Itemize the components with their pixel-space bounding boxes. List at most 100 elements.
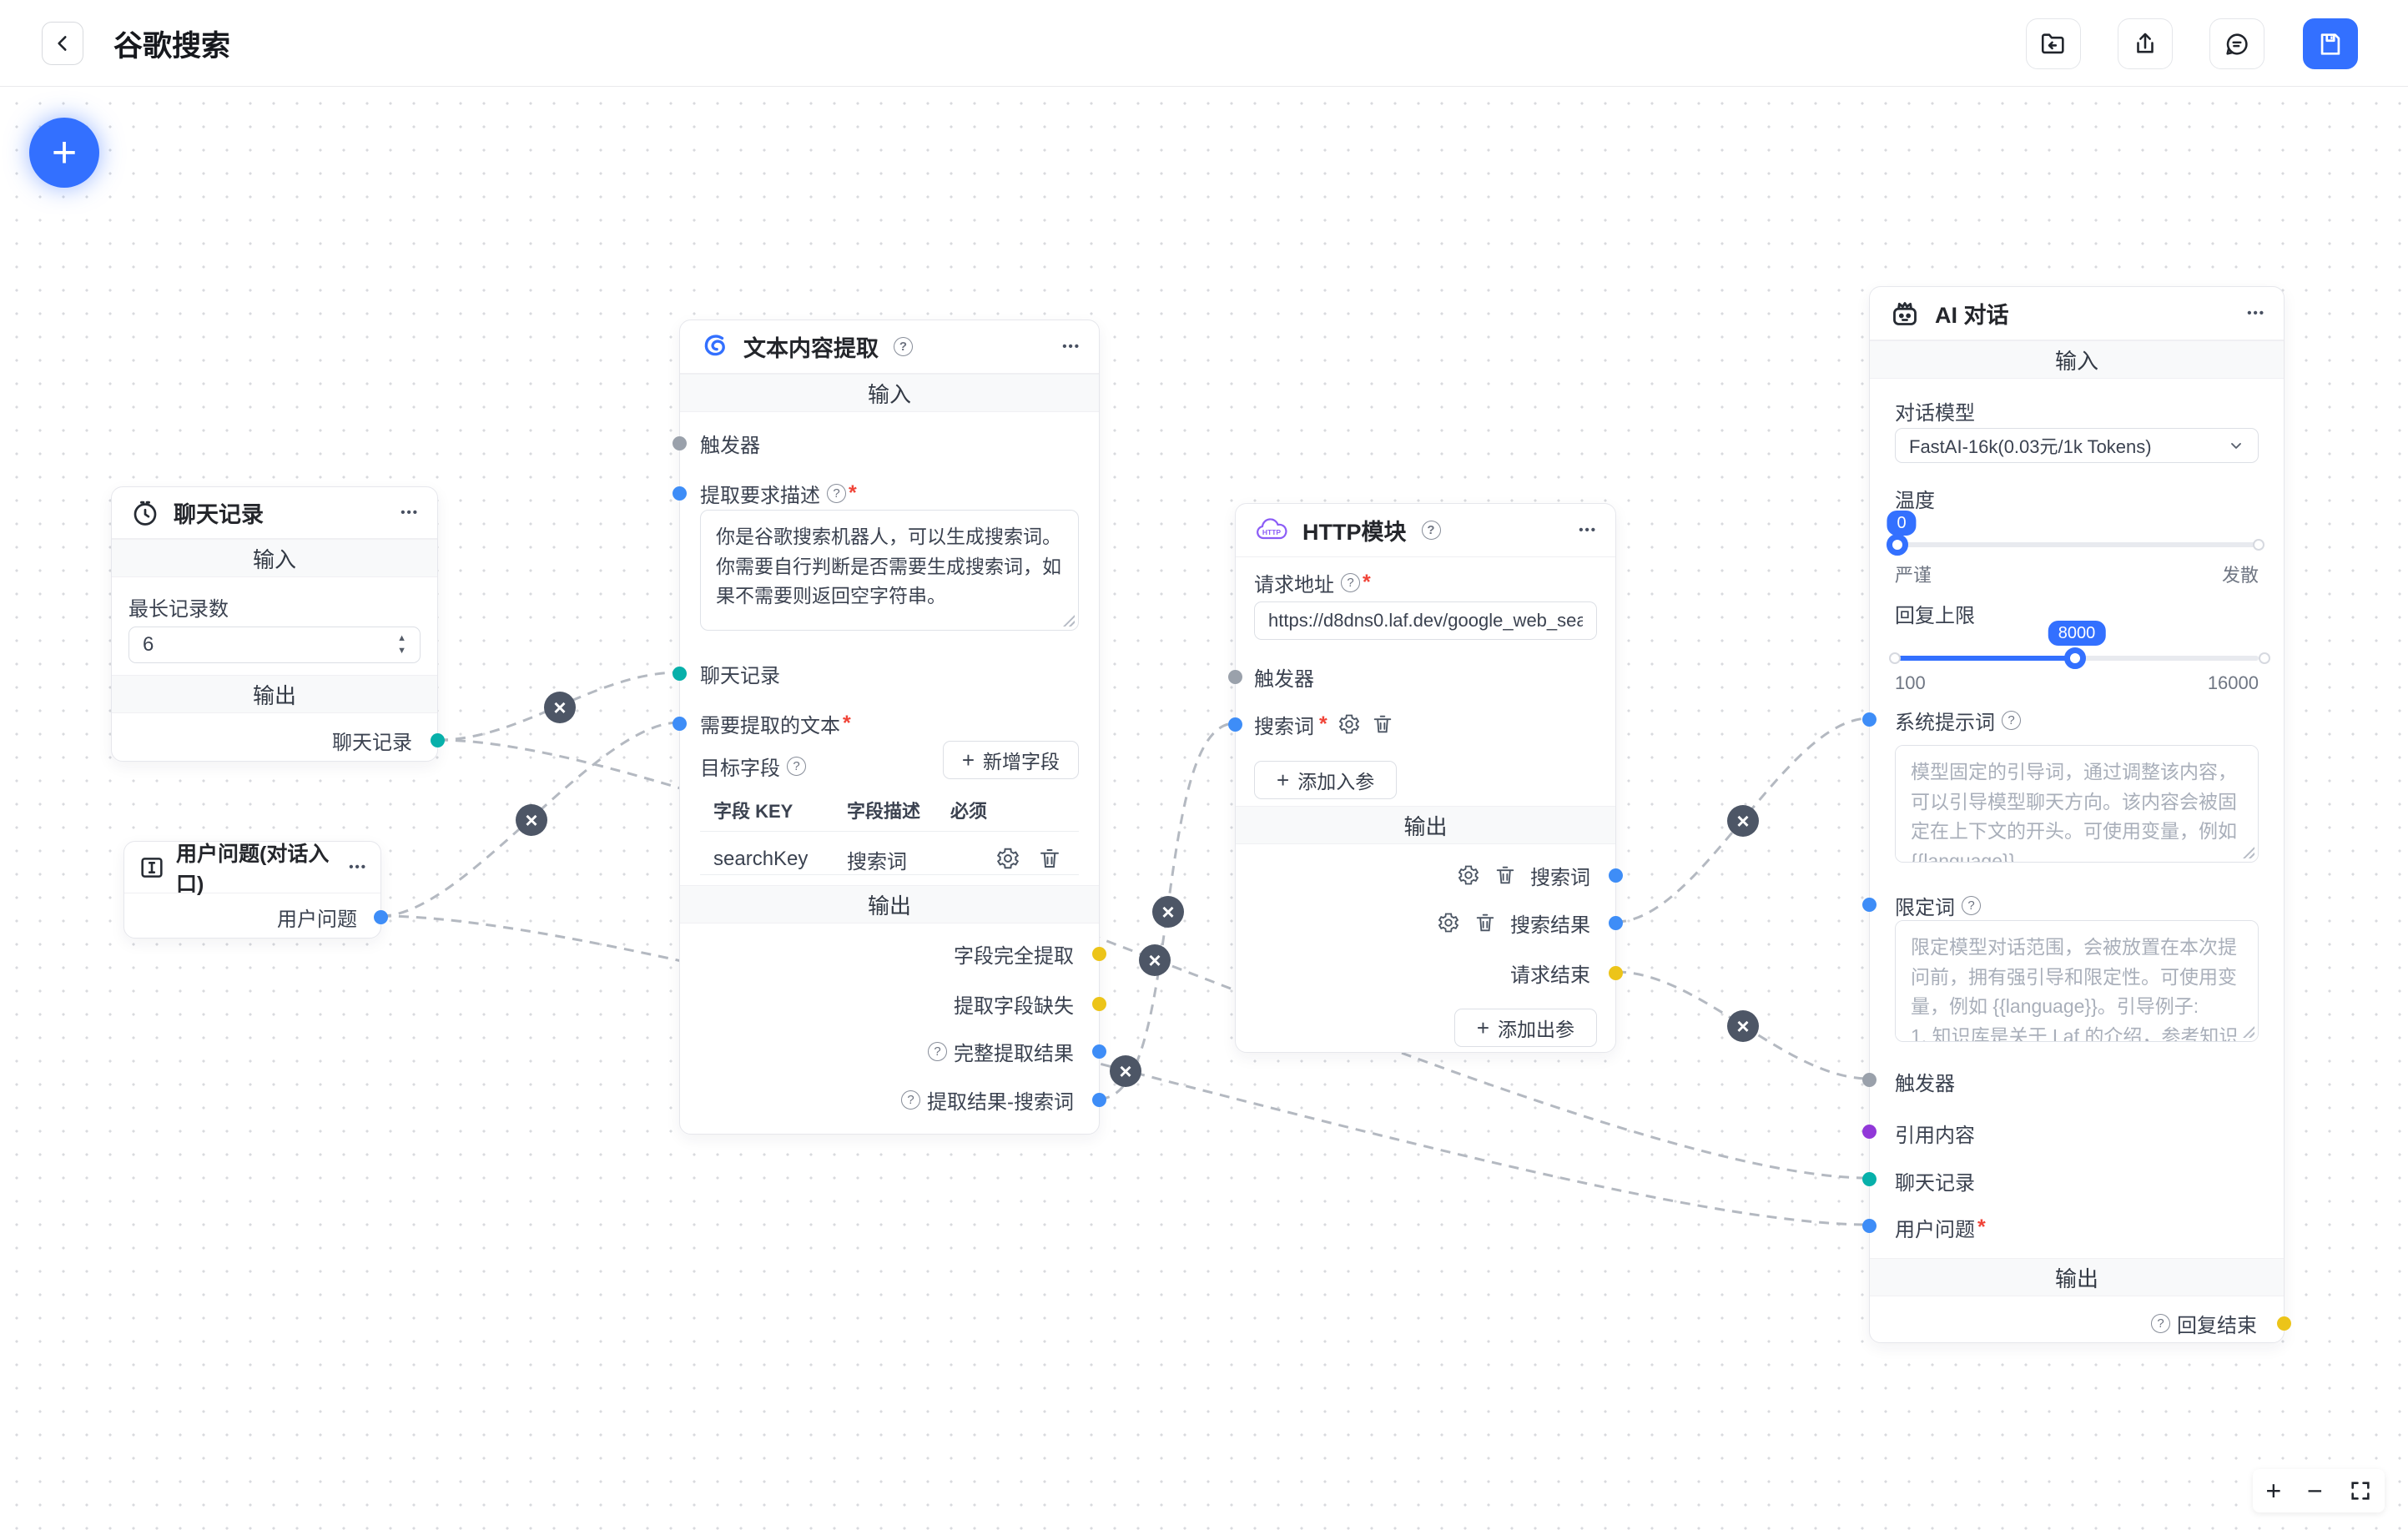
model-label: 对话模型	[1895, 401, 1975, 425]
node-text-extract[interactable]: 文本内容提取 ? ••• 输入 触发器 提取要求描述 ? * 你是谷歌搜索机器人…	[673, 320, 1106, 1135]
max-records-stepper[interactable]: 6 ▲ ▼	[128, 627, 421, 663]
max-reply-label: 回复上限	[1895, 604, 1975, 627]
input-port-question[interactable]	[1862, 1219, 1877, 1233]
node-title: 文本内容提取 ?	[743, 330, 913, 363]
input-port-extract-desc[interactable]	[673, 486, 687, 501]
input-port-trigger[interactable]	[673, 436, 687, 450]
output-port-search-key[interactable]	[1092, 1093, 1106, 1107]
help-icon[interactable]: ?	[1962, 895, 1981, 915]
delete-wire-icon[interactable]: ×	[544, 692, 576, 723]
help-icon[interactable]: ?	[2151, 1313, 2170, 1333]
model-select[interactable]: FastAI-16k(0.03元/1k Tokens)	[1895, 428, 2259, 463]
output-port-fields-complete[interactable]	[1092, 947, 1106, 961]
param-delete-icon[interactable]	[1371, 712, 1394, 736]
input-port-quote[interactable]	[1862, 1125, 1877, 1139]
system-prompt-label: 系统提示词 ?	[1895, 706, 2021, 734]
node-header: HTTP HTTP模块 ? •••	[1236, 504, 1615, 557]
output-port-search-result[interactable]	[1609, 916, 1623, 930]
robot-icon	[1888, 297, 1922, 330]
zoom-in-icon[interactable]: +	[2265, 1476, 2282, 1506]
help-icon[interactable]: ?	[1341, 572, 1360, 592]
delete-wire-icon[interactable]: ×	[1152, 896, 1184, 928]
quote-row: 引用内容	[1895, 1124, 1975, 1147]
help-icon[interactable]: ?	[787, 756, 806, 776]
node-menu-icon[interactable]: •••	[349, 860, 367, 874]
param-settings-icon[interactable]	[1337, 712, 1361, 736]
history-row: 聊天记录	[1895, 1171, 1975, 1195]
input-port-history[interactable]	[1862, 1172, 1877, 1186]
node-http[interactable]: HTTP HTTP模块 ? ••• 请求地址 ? * 触发器 搜索词* + 添加…	[1228, 503, 1623, 1053]
help-icon[interactable]: ?	[894, 337, 913, 356]
output-settings-icon[interactable]	[1437, 911, 1460, 934]
chat-test-button[interactable]	[2209, 18, 2264, 69]
help-icon[interactable]: ?	[1421, 521, 1441, 540]
delete-wire-icon[interactable]: ×	[516, 804, 547, 836]
help-icon[interactable]: ?	[901, 1090, 920, 1110]
temperature-slider[interactable]	[1887, 534, 2264, 556]
field-delete-icon[interactable]	[1037, 846, 1062, 871]
output-port-request-end[interactable]	[1609, 966, 1623, 980]
output-settings-icon[interactable]	[1457, 863, 1480, 887]
extract-desc-textarea[interactable]: 你是谷歌搜索机器人，可以生成搜索词。你需要自行判断是否需要生成搜索词，如果不需要…	[700, 510, 1079, 631]
fullscreen-icon[interactable]	[2349, 1479, 2372, 1502]
page-title: 谷歌搜索	[113, 29, 231, 63]
help-icon[interactable]: ?	[827, 483, 846, 503]
limit-prompt-textarea[interactable]	[1895, 920, 2259, 1042]
node-menu-icon[interactable]: •••	[2247, 306, 2265, 320]
save-icon	[2316, 30, 2345, 58]
node-user-question[interactable]: 用户问题(对话入口) ••• 用户问题	[123, 841, 388, 939]
node-menu-icon[interactable]: •••	[1579, 523, 1597, 537]
input-port-system-prompt[interactable]	[1862, 712, 1877, 727]
input-section-bar: 输入	[112, 539, 437, 577]
required-mark: *	[843, 711, 851, 735]
delete-wire-icon[interactable]: ×	[1727, 805, 1759, 837]
url-input[interactable]	[1268, 610, 1583, 632]
zoom-out-icon[interactable]: −	[2307, 1476, 2323, 1506]
input-port-history[interactable]	[673, 667, 687, 681]
delete-wire-icon[interactable]: ×	[1110, 1055, 1141, 1087]
node-title: AI 对话	[1935, 303, 2009, 328]
output-port-chat-history[interactable]	[431, 733, 445, 747]
add-field-button[interactable]: + 新增字段	[942, 741, 1079, 779]
help-icon[interactable]: ?	[928, 1041, 947, 1061]
add-output-param-button[interactable]: + 添加出参	[1453, 1009, 1597, 1047]
output-port-reply-end[interactable]	[2277, 1316, 2291, 1331]
help-icon[interactable]: ?	[2002, 710, 2021, 730]
output-port-user-question[interactable]	[374, 910, 388, 924]
node-menu-icon[interactable]: •••	[1062, 340, 1081, 354]
delete-wire-icon[interactable]: ×	[1139, 944, 1171, 976]
input-port-text[interactable]	[673, 717, 687, 731]
input-port-trigger[interactable]	[1228, 670, 1242, 684]
delete-wire-icon[interactable]: ×	[1727, 1010, 1759, 1042]
add-input-param-button[interactable]: + 添加入参	[1254, 761, 1398, 799]
step-up-icon[interactable]: ▲	[397, 633, 406, 643]
input-port-trigger[interactable]	[1862, 1073, 1877, 1087]
field-settings-icon[interactable]	[995, 846, 1020, 871]
back-button[interactable]	[42, 22, 83, 65]
node-chat-history[interactable]: 聊天记录 ••• 输入 最长记录数 6 ▲ ▼ 输出 聊天记录	[111, 486, 445, 762]
output-label: 聊天记录	[332, 731, 412, 754]
system-prompt-textarea[interactable]	[1895, 745, 2259, 863]
node-ai-chat[interactable]: AI 对话 ••• 输入 对话模型 FastAI-16k(0.03元/1k To…	[1862, 286, 2291, 1343]
add-node-button[interactable]: +	[29, 118, 99, 188]
max-reply-slider[interactable]	[1889, 647, 2270, 669]
input-port-search-key[interactable]	[1228, 717, 1242, 732]
max-reply-slider-handle[interactable]	[2063, 647, 2086, 669]
output-delete-icon[interactable]	[1474, 911, 1497, 934]
node-menu-icon[interactable]: •••	[400, 506, 419, 520]
output-delete-icon[interactable]	[1494, 863, 1517, 887]
url-input-wrap	[1254, 601, 1597, 640]
step-down-icon[interactable]: ▼	[397, 646, 406, 656]
zoom-toolbar: + −	[2253, 1469, 2385, 1512]
save-button[interactable]	[2303, 18, 2358, 69]
temperature-slider-handle[interactable]	[1887, 534, 1908, 556]
folder-import-icon	[2039, 30, 2068, 58]
input-port-limit-prompt[interactable]	[1862, 898, 1877, 912]
export-button[interactable]	[2118, 18, 2173, 69]
output-port-full-result[interactable]	[1092, 1044, 1106, 1059]
output-port-fields-missing[interactable]	[1092, 997, 1106, 1011]
open-folder-button[interactable]	[2026, 18, 2081, 69]
required-mark: *	[1363, 570, 1371, 594]
output-port-search-key[interactable]	[1609, 868, 1623, 883]
max-reply-max-label: 16000	[2207, 672, 2259, 693]
